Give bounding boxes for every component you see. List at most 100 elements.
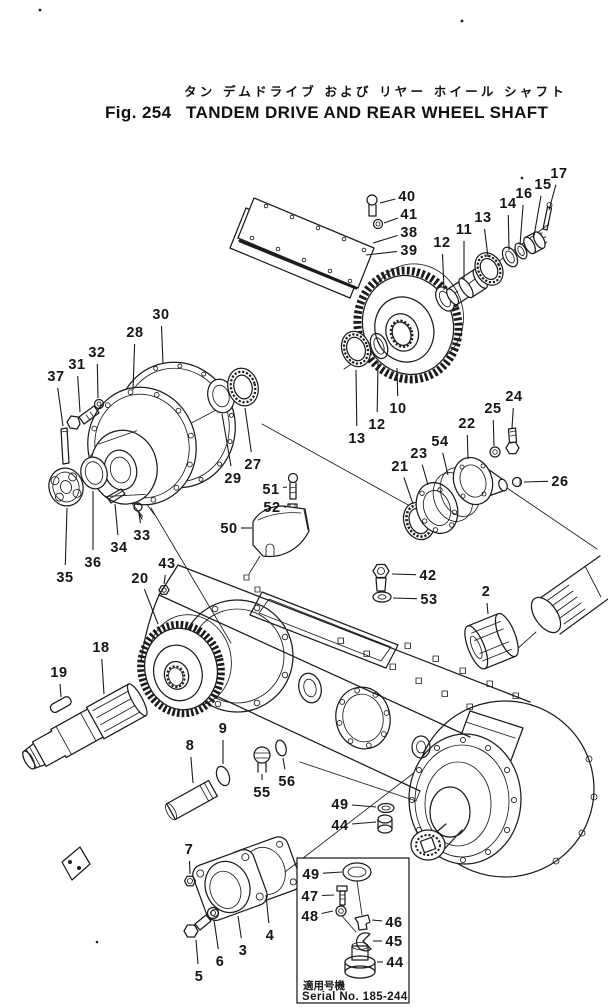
leader-line-32	[96, 363, 99, 399]
leader-line-20	[143, 588, 159, 625]
leader-line-37	[57, 387, 64, 427]
bearing-27	[227, 367, 259, 407]
leader-line-30	[160, 325, 164, 365]
leader-line-15	[533, 195, 542, 237]
rear-drum	[408, 700, 598, 878]
bearing-13-lower	[340, 330, 372, 368]
callout-45: 45	[385, 934, 402, 950]
callout-40: 40	[398, 189, 415, 205]
callout-7: 7	[185, 842, 194, 858]
plate-shadow-edge	[238, 239, 358, 290]
leader-line-29	[221, 413, 232, 467]
leader-line-14	[507, 214, 510, 251]
callout-5: 5	[195, 969, 204, 985]
leader-line-18	[101, 658, 105, 695]
plate-hole	[275, 246, 281, 252]
leader-line-6	[213, 919, 219, 950]
washer-49	[377, 802, 395, 814]
bolt-hole	[217, 461, 223, 467]
leader-line-54	[442, 452, 449, 476]
callout-56: 56	[278, 774, 295, 790]
plate-hole	[263, 203, 269, 209]
callout-27: 27	[244, 457, 261, 473]
final-drive-case-group	[60, 361, 259, 517]
callout-49: 49	[302, 867, 319, 883]
axis-line	[506, 487, 598, 550]
plate-hole	[301, 257, 307, 263]
clip-26	[511, 476, 523, 488]
plug-44	[377, 814, 393, 834]
housing-28	[87, 386, 197, 517]
callout-32: 32	[88, 345, 105, 361]
callout-41: 41	[400, 207, 417, 223]
inset-serial-number: Serial No. 185-244	[302, 991, 408, 1003]
callout-25: 25	[484, 401, 501, 417]
gear-20-teeth	[137, 620, 225, 718]
cotter-pin-17	[542, 202, 553, 231]
leader-line-49	[351, 804, 377, 808]
lock-washer-53	[372, 591, 392, 603]
leader-line-28	[132, 343, 136, 391]
leader-line-27	[244, 407, 252, 453]
drive-shaft-group	[22, 683, 148, 770]
speck	[460, 19, 464, 23]
callout-21: 21	[391, 459, 408, 475]
bolt-33	[133, 502, 143, 520]
case-body	[140, 564, 531, 802]
washer-25	[489, 446, 501, 458]
plate-hole	[341, 236, 347, 242]
ring-9	[215, 765, 231, 787]
ring-14	[501, 246, 519, 268]
washer-6	[206, 906, 220, 920]
key-19	[49, 696, 72, 714]
washer-48	[335, 905, 347, 917]
leader-line-5	[195, 939, 199, 965]
inset-link-line	[341, 915, 357, 933]
leader-line-23	[421, 464, 429, 486]
bolt-42	[372, 563, 390, 592]
leader-line-41	[383, 217, 398, 224]
callout-47: 47	[301, 889, 318, 905]
callout-17: 17	[550, 166, 567, 182]
coupling-gear-2	[464, 612, 519, 670]
bolt-hole	[228, 412, 234, 418]
callout-48: 48	[301, 909, 318, 925]
leader-line-26	[523, 480, 549, 483]
leader-line-21	[403, 477, 414, 505]
leader-line-42	[391, 573, 417, 576]
cover-plate-38	[237, 197, 375, 289]
leader-line-8	[190, 756, 194, 784]
leader-line-35	[64, 507, 68, 566]
speck	[95, 940, 99, 944]
figure-label: Fig. 254	[105, 103, 172, 122]
bolt-hole	[201, 371, 207, 377]
leader-line-44	[351, 821, 377, 825]
leader-line-51	[282, 486, 288, 489]
leader-line-34	[114, 503, 119, 536]
round-boss	[411, 735, 431, 759]
title-japanese: タン デムドライブ および リヤー ホイール シャフト	[184, 84, 567, 99]
axis-line	[515, 631, 537, 651]
leader-line-46	[371, 919, 383, 922]
cover-3	[192, 848, 268, 922]
speck	[520, 176, 524, 180]
plate-hole	[289, 214, 295, 220]
pinion-gear-group	[137, 614, 232, 718]
leader-line-31	[77, 375, 81, 413]
clip-45	[355, 932, 372, 952]
title-block: タン デムドライブ および リヤー ホイール シャフト Fig. 254 TAN…	[105, 84, 567, 122]
hub-35	[48, 467, 84, 507]
callout-54: 54	[431, 434, 448, 450]
bolt-hole	[227, 439, 233, 444]
bearing-13-upper	[474, 252, 504, 286]
callout-14: 14	[499, 196, 516, 212]
callout-2: 2	[482, 584, 491, 600]
callout-53: 53	[420, 592, 437, 608]
leader-line-12	[376, 361, 379, 413]
leader-line-13	[355, 369, 358, 427]
leader-line-56	[282, 757, 286, 770]
plate-hole	[327, 268, 333, 274]
upper-gear-group	[340, 202, 553, 384]
